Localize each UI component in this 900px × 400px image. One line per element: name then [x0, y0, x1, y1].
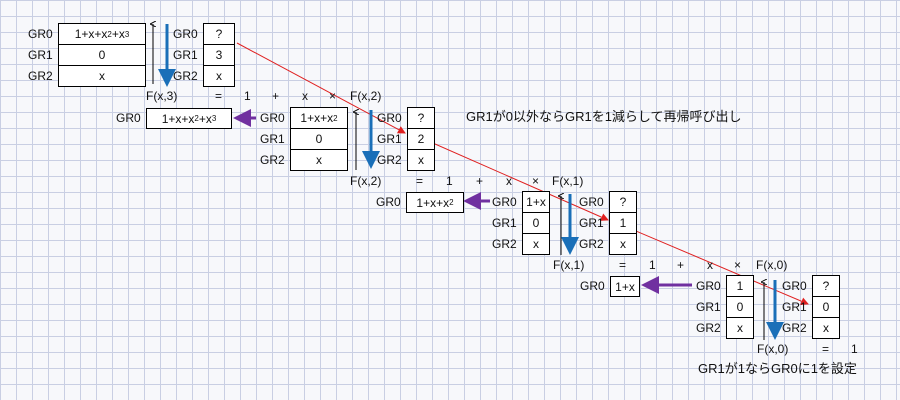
eq2-plus: + — [476, 174, 484, 188]
l2-gr1-cell: 0 — [522, 212, 550, 234]
l3-out-label-gr0: GR0 — [782, 279, 807, 293]
eq1-lhs: F(x,3) — [146, 89, 178, 103]
l2-label-gr0: GR0 — [492, 195, 517, 209]
l3-gr1-cell: 0 — [726, 296, 754, 318]
l3-out-label-gr2: GR2 — [782, 321, 807, 335]
note-recurse: GR1が0以外ならGR1を1減らして再帰呼び出し — [466, 109, 742, 124]
eq3-lhs: F(x,1) — [553, 258, 585, 272]
l2-out-gr1-cell: 1 — [609, 212, 637, 234]
l2-out-gr2-cell: x — [609, 233, 637, 255]
l3-label-gr1: GR1 — [696, 300, 721, 314]
eq1-eq: = — [215, 89, 223, 103]
l2-gr0-cell: 1+x — [522, 191, 550, 213]
label-gr0: GR0 — [28, 27, 53, 41]
l1-label-gr0: GR0 — [260, 111, 285, 125]
eq2-eq: = — [416, 174, 424, 188]
l1-out-label-gr2: GR2 — [377, 153, 402, 167]
l3-label-gr2: GR2 — [696, 321, 721, 335]
l2-out-label-gr0: GR0 — [579, 195, 604, 209]
l2-gr2-cell: x — [522, 233, 550, 255]
eq2-one: 1 — [446, 174, 453, 188]
l1-gr2-cell: x — [290, 149, 348, 171]
l1-label-gr2: GR2 — [260, 153, 285, 167]
result3-cell: 1+x — [610, 276, 640, 297]
eq4-lhs: F(x,0) — [757, 342, 789, 356]
l0-out-gr2-cell: x — [203, 65, 235, 87]
eq4-eq: = — [822, 342, 830, 356]
l1-gr1-cell: 0 — [290, 128, 348, 150]
l2-label-gr2: GR2 — [492, 237, 517, 251]
l0-out-gr0-cell: ? — [203, 23, 235, 45]
eq1-one: 1 — [244, 89, 251, 103]
eq3-one: 1 — [649, 258, 656, 272]
eq1-rhs: F(x,2) — [350, 89, 382, 103]
recursion-arrow-2 — [409, 132, 609, 221]
l0-gr1-cell: 0 — [58, 44, 146, 66]
eq3-times: × — [734, 258, 742, 272]
label-gr2: GR2 — [28, 69, 53, 83]
l1-out-gr2-cell: x — [407, 149, 435, 171]
recursion-arrow-1 — [236, 42, 406, 134]
result2-label: GR0 — [376, 195, 401, 209]
l0-out-gr1-cell: 3 — [203, 44, 235, 66]
l2-out-gr0-cell: ? — [609, 191, 637, 213]
result3-label: GR0 — [580, 279, 605, 293]
l3-out-gr2-cell: x — [812, 317, 840, 339]
l3-out-label-gr1: GR1 — [782, 300, 807, 314]
eq1-x: x — [302, 89, 308, 103]
l3-label-gr0: GR0 — [696, 279, 721, 293]
eq4-one: 1 — [851, 342, 858, 356]
out-label-gr2: GR2 — [173, 69, 198, 83]
eq2-times: × — [532, 174, 540, 188]
l1-out-label-gr1: GR1 — [377, 132, 402, 146]
eq2-rhs: F(x,1) — [552, 174, 584, 188]
eq3-rhs: F(x,0) — [756, 258, 788, 272]
l2-out-label-gr2: GR2 — [579, 237, 604, 251]
l3-gr2-cell: x — [726, 317, 754, 339]
l1-out-gr0-cell: ? — [407, 107, 435, 129]
l3-out-gr1-cell: 0 — [812, 296, 840, 318]
eq3-plus: + — [677, 258, 685, 272]
l2-out-label-gr1: GR1 — [579, 216, 604, 230]
l1-label-gr1: GR1 — [260, 132, 285, 146]
result1-label: GR0 — [116, 111, 141, 125]
label-gr1: GR1 — [28, 48, 53, 62]
note-base: GR1が1ならGR0に1を設定 — [698, 361, 857, 376]
eq2-x: x — [506, 174, 512, 188]
l3-out-gr0-cell: ? — [812, 275, 840, 297]
l1-out-label-gr0: GR0 — [377, 111, 402, 125]
l1-out-gr1-cell: 2 — [407, 128, 435, 150]
l2-label-gr1: GR1 — [492, 216, 517, 230]
eq2-lhs: F(x,2) — [350, 174, 382, 188]
out-label-gr0: GR0 — [173, 27, 198, 41]
eq3-x: x — [707, 258, 713, 272]
out-label-gr1: GR1 — [173, 48, 198, 62]
l3-gr0-cell: 1 — [726, 275, 754, 297]
eq3-eq: = — [619, 258, 627, 272]
l0-gr2-cell: x — [58, 65, 146, 87]
eq1-plus: + — [272, 89, 280, 103]
eq1-times: × — [329, 89, 337, 103]
